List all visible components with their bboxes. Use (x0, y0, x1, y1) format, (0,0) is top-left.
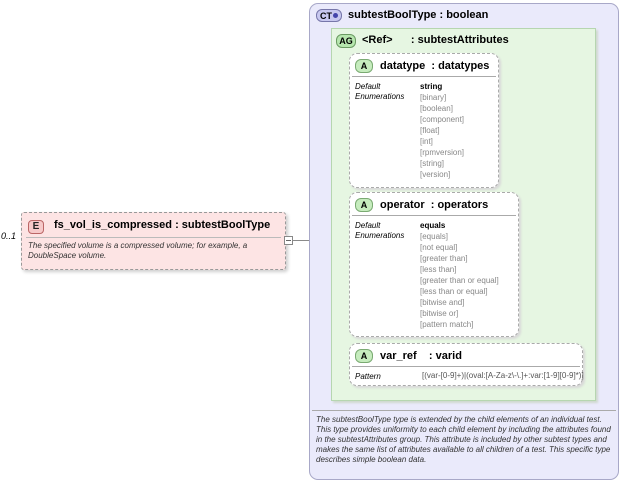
enumerations-label: Enumerations (355, 92, 405, 101)
enumeration-value: [float] (420, 126, 440, 135)
enumeration-value: [boolean] (420, 104, 453, 113)
complex-type-documentation: The subtestBoolType type is extended by … (316, 415, 611, 464)
enumeration-value: [pattern match] (420, 320, 474, 329)
attribute-title: operator : operators (380, 199, 489, 211)
enumeration-value: [equals] (420, 232, 449, 241)
pattern-value: [(var-[0-9]+)|(oval:[A-Za-z\-\.]+:var:[1… (422, 371, 584, 380)
default-label: Default (355, 82, 381, 91)
attribute-divider (352, 215, 516, 216)
enumeration-value: [bitwise or] (420, 309, 459, 318)
enumeration-value: [rpmversion] (420, 148, 465, 157)
enumeration-value: [version] (420, 170, 451, 179)
attribute-badge: A (355, 349, 373, 363)
enumeration-value: [less than or equal] (420, 287, 488, 296)
collapse-toggle-icon[interactable] (284, 236, 293, 245)
attribute-varref-box[interactable]: A var_ref : varid Pattern [(var-[0-9]+)|… (349, 343, 584, 386)
attribute-datatype-box[interactable]: A datatype : datatypes Default Enumerati… (349, 53, 499, 188)
enumeration-value: [bitwise and] (420, 298, 465, 307)
attribute-divider (352, 366, 580, 367)
attribute-badge: A (355, 198, 373, 212)
complex-type-badge-label: CT (320, 11, 332, 21)
complex-type-badge: CT (316, 9, 342, 22)
enumerations-label: Enumerations (355, 231, 405, 240)
complex-type-title: subtestBoolType : boolean (348, 9, 489, 21)
enumeration-value: [int] (420, 137, 433, 146)
enumeration-value: [binary] (420, 93, 447, 102)
default-value: string (420, 82, 443, 91)
element-documentation: The specified volume is a compressed vol… (28, 241, 248, 260)
attribute-title: datatype : datatypes (380, 60, 490, 72)
attribute-group-title: <Ref> : subtestAttributes (362, 34, 509, 46)
element-box[interactable]: E fs_vol_is_compressed : subtestBoolType… (21, 212, 286, 270)
operator-values: equals [equals] [not equal] [greater than]… (420, 220, 499, 330)
enumeration-value: [greater than or equal] (420, 276, 499, 285)
enumeration-value: [string] (420, 159, 445, 168)
pattern-label: Pattern (355, 372, 381, 381)
enumeration-value: [component] (420, 115, 465, 124)
element-occurrence: 0..1 (1, 231, 17, 241)
attribute-group-badge: AG (336, 34, 356, 48)
default-label: Default (355, 221, 381, 230)
enumeration-value: [not equal] (420, 243, 458, 252)
attribute-title: var_ref : varid (380, 350, 462, 362)
complex-type-divider (312, 410, 616, 411)
element-badge: E (28, 220, 44, 234)
connector-element-to-type (291, 240, 310, 241)
enumeration-value: [less than] (420, 265, 457, 274)
attribute-badge: A (355, 59, 373, 73)
default-value: equals (420, 221, 446, 230)
datatype-values: string [binary] [boolean] [component] [floa… (420, 81, 464, 180)
element-divider (26, 237, 281, 238)
attribute-divider (352, 76, 496, 77)
element-title: fs_vol_is_compressed : subtestBoolType (54, 219, 271, 231)
extension-icon (333, 13, 338, 18)
attribute-operator-box[interactable]: A operator : operators Default Enumerati… (349, 192, 519, 337)
enumeration-value: [greater than] (420, 254, 468, 263)
